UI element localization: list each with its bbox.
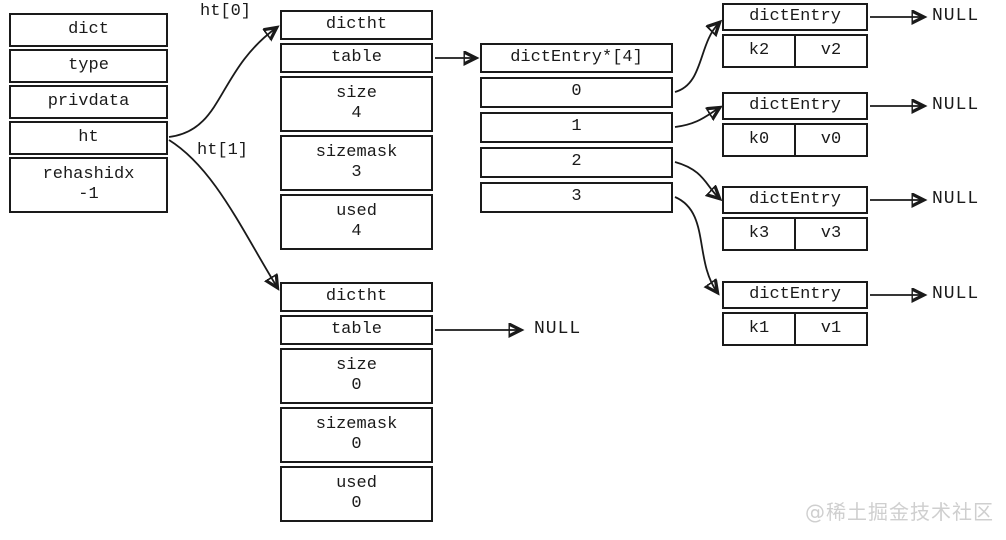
entry-k1-title: dictEntry (749, 284, 841, 304)
ht0-sizemask-value: 3 (351, 163, 362, 182)
null-label-entry-k2: NULL (932, 6, 980, 26)
entry-k2-title: dictEntry (749, 6, 841, 26)
ht1-used-cell: used 0 (280, 466, 433, 522)
ht0-struct-box: dictht table size 4 sizemask 3 used 4 (280, 10, 433, 250)
entry-k3-value-cell: v3 (796, 217, 868, 251)
bucket-slot-1-label: 1 (571, 117, 582, 137)
entry-k0-title: dictEntry (749, 95, 841, 115)
watermark-text: @稀土掘金技术社区 (805, 500, 994, 524)
ht0-size-label: size (336, 83, 377, 103)
ht1-table-cell: table (280, 315, 433, 345)
entry-k0-title-cell: dictEntry (722, 92, 868, 120)
entry-k1-value: v1 (820, 318, 842, 338)
ht0-table-cell: table (280, 43, 433, 73)
bucket-array-title-cell: dictEntry*[4] (480, 43, 673, 73)
entry-k3-kv-row: k3 v3 (722, 217, 868, 251)
arrow-slot3-to-entry (674, 196, 717, 292)
arrow-ht-to-ht0 (168, 28, 276, 138)
entry-k0-key-cell: k0 (722, 123, 796, 157)
bucket-slot-3: 3 (480, 182, 673, 213)
ht0-used-label: used (336, 201, 377, 221)
dict-rehashidx-value: -1 (78, 185, 99, 204)
ht1-size-label: size (336, 355, 377, 375)
ht1-title-cell: dictht (280, 282, 433, 312)
bucket-array-title: dictEntry*[4] (510, 47, 643, 67)
ht1-table-label: table (330, 319, 382, 339)
null-label-entry-k1: NULL (932, 284, 980, 304)
null-label-ht1-table: NULL (534, 319, 582, 339)
bucket-slot-0: 0 (480, 77, 673, 108)
ht0-pointer-label: ht[0] (200, 2, 252, 21)
ht1-sizemask-value: 0 (351, 435, 362, 454)
entry-k1-key: k1 (748, 318, 770, 338)
dict-ht-label: ht (78, 127, 99, 147)
ht0-title-cell: dictht (280, 10, 433, 40)
entry-k2-value-cell: v2 (796, 34, 868, 68)
ht0-size-value: 4 (351, 104, 362, 123)
ht0-used-value: 4 (351, 222, 362, 241)
dict-type-cell: type (9, 49, 168, 83)
bucket-slot-1: 1 (480, 112, 673, 143)
bucket-array-box: dictEntry*[4] 0 1 2 3 (480, 43, 673, 213)
entry-k2-title-cell: dictEntry (722, 3, 868, 31)
entry-k3-title-cell: dictEntry (722, 186, 868, 214)
dict-entry-box-k0: dictEntry k0 v0 (722, 92, 868, 157)
dict-entry-box-k2: dictEntry k2 v2 (722, 3, 868, 68)
ht1-used-label: used (336, 473, 377, 493)
bucket-slot-0-label: 0 (571, 82, 582, 102)
ht1-title: dictht (325, 286, 388, 306)
ht1-pointer-label: ht[1] (197, 141, 249, 160)
entry-k3-key-cell: k3 (722, 217, 796, 251)
ht0-sizemask-label: sizemask (315, 142, 398, 162)
dict-rehashidx-label: rehashidx (42, 164, 135, 184)
dict-ht-cell: ht (9, 121, 168, 155)
entry-k0-value: v0 (820, 129, 842, 149)
entry-k2-key-cell: k2 (722, 34, 796, 68)
bucket-slot-2: 2 (480, 147, 673, 178)
entry-k3-key: k3 (748, 223, 770, 243)
null-label-entry-k0: NULL (932, 95, 980, 115)
ht0-table-label: table (330, 47, 382, 67)
ht1-size-value: 0 (351, 376, 362, 395)
ht0-sizemask-cell: sizemask 3 (280, 135, 433, 191)
dict-title: dict (68, 19, 109, 39)
dict-title-cell: dict (9, 13, 168, 47)
ht1-struct-box: dictht table size 0 sizemask 0 used 0 (280, 282, 433, 522)
dict-entry-box-k3: dictEntry k3 v3 (722, 186, 868, 251)
entry-k1-key-cell: k1 (722, 312, 796, 346)
entry-k2-value: v2 (820, 40, 842, 60)
dict-privdata-label: privdata (47, 91, 130, 111)
dict-type-label: type (68, 55, 109, 75)
null-label-entry-k3: NULL (932, 189, 980, 209)
dict-entry-box-k1: dictEntry k1 v1 (722, 281, 868, 346)
entry-k2-key: k2 (748, 40, 770, 60)
entry-k0-key: k0 (748, 129, 770, 149)
bucket-slot-2-label: 2 (571, 152, 582, 172)
entry-k1-title-cell: dictEntry (722, 281, 868, 309)
entry-k3-title: dictEntry (749, 189, 841, 209)
entry-k3-value: v3 (820, 223, 842, 243)
ht1-size-cell: size 0 (280, 348, 433, 404)
ht1-sizemask-label: sizemask (315, 414, 398, 434)
entry-k0-kv-row: k0 v0 (722, 123, 868, 157)
dict-rehashidx-cell: rehashidx -1 (9, 157, 168, 213)
bucket-slot-3-label: 3 (571, 187, 582, 207)
ht1-used-value: 0 (351, 494, 362, 513)
ht0-size-cell: size 4 (280, 76, 433, 132)
ht1-sizemask-cell: sizemask 0 (280, 407, 433, 463)
entry-k1-value-cell: v1 (796, 312, 868, 346)
entry-k1-kv-row: k1 v1 (722, 312, 868, 346)
arrow-slot1-to-entry (674, 108, 719, 128)
dict-struct-box: dict type privdata ht rehashidx -1 (9, 13, 168, 213)
arrow-slot0-to-entry (674, 23, 719, 93)
dict-privdata-cell: privdata (9, 85, 168, 119)
entry-k2-kv-row: k2 v2 (722, 34, 868, 68)
arrow-slot2-to-entry (674, 161, 719, 198)
entry-k0-value-cell: v0 (796, 123, 868, 157)
arrow-ht-to-ht1 (168, 139, 277, 287)
ht0-used-cell: used 4 (280, 194, 433, 250)
ht0-title: dictht (325, 14, 388, 34)
